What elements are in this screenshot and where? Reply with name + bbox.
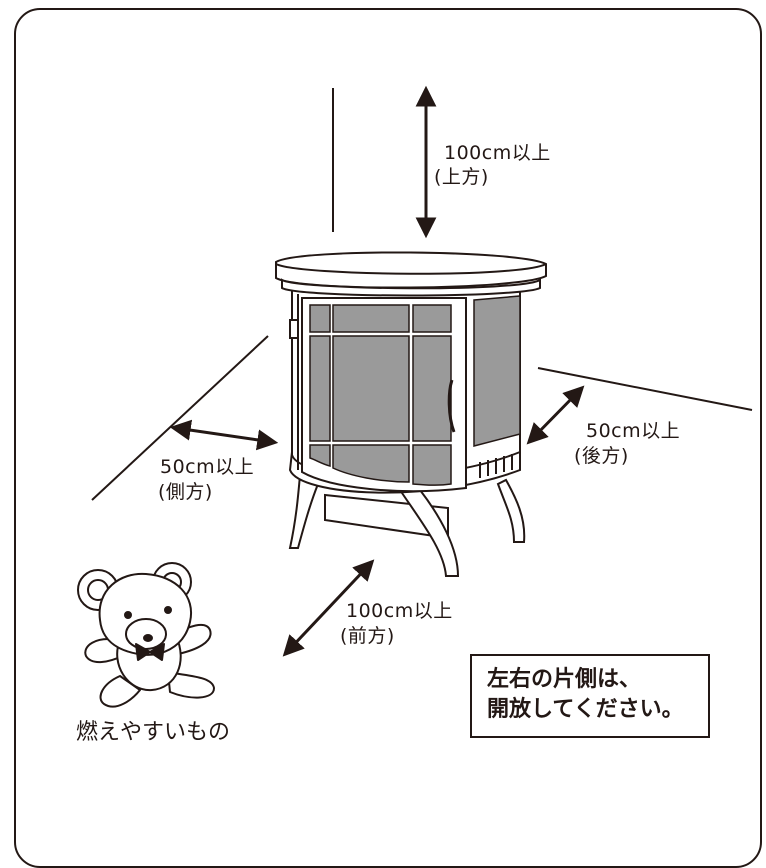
front-clearance-arrow [282, 559, 375, 657]
back-floor-line [537, 367, 753, 411]
flammables-caption: 燃えやすいもの [76, 720, 231, 745]
back-clearance-direction: (後方) [574, 445, 629, 467]
teddy-bear-illustration [77, 562, 215, 708]
side-opening-note: 左右の片側は、 開放してください。 [470, 654, 710, 738]
back-clearance-arrow [526, 385, 585, 445]
clearance-diagram [77, 85, 753, 708]
note-line-2: 開放してください。 [487, 697, 684, 722]
top-clearance-distance: 100cm以上 [444, 142, 551, 164]
side-clearance-distance: 50cm以上 [160, 456, 255, 478]
side-clearance-direction: (側方) [158, 481, 213, 503]
front-clearance-distance: 100cm以上 [346, 600, 453, 622]
note-line-1: 左右の片側は、 [487, 667, 642, 692]
stove-illustration [275, 251, 547, 577]
top-clearance-direction: (上方) [434, 166, 489, 188]
side-floor-line [91, 335, 269, 501]
front-clearance-direction: (前方) [340, 625, 395, 647]
back-clearance-distance: 50cm以上 [586, 420, 681, 442]
side-clearance-arrow [169, 419, 279, 451]
